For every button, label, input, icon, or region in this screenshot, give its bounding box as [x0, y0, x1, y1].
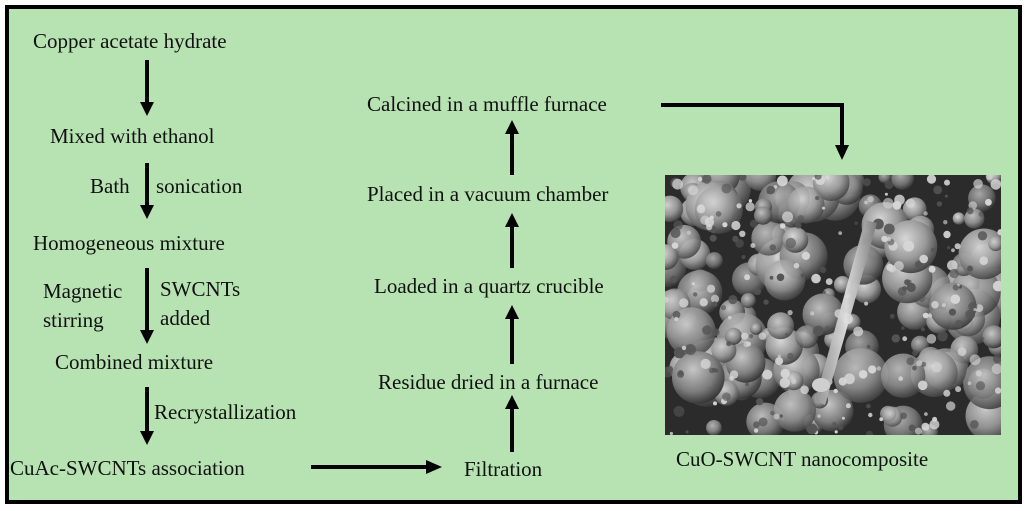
arrow-up-3: [505, 213, 519, 268]
step-calcined: Calcined in a muffle furnace: [367, 92, 607, 116]
step-residue: Residue dried in a furnace: [378, 370, 599, 394]
label-bath: Bath: [90, 174, 130, 198]
label-swcnts: SWCNTs: [160, 277, 241, 301]
step-association: CuAc-SWCNTs association: [10, 456, 245, 480]
arrow-down-1: [140, 60, 154, 116]
product-label: CuO-SWCNT nanocomposite: [676, 447, 929, 471]
step-combined: Combined mixture: [55, 350, 214, 374]
sem-micrograph-image: [665, 175, 1001, 435]
step-homogeneous: Homogeneous mixture: [33, 231, 225, 255]
label-magnetic: Magnetic: [43, 279, 123, 303]
arrow-down-3: [140, 268, 154, 344]
label-added: added: [160, 306, 211, 330]
arrow-up-4: [505, 120, 519, 175]
label-recrystallization: Recrystallization: [154, 400, 297, 424]
step-placed: Placed in a vacuum chamber: [367, 182, 609, 206]
step-loaded: Loaded in a quartz crucible: [374, 274, 604, 298]
step-copper-acetate: Copper acetate hydrate: [33, 29, 227, 53]
arrow-down-2: [140, 163, 154, 219]
arrow-down-4: [140, 387, 154, 445]
step-mixed-ethanol: Mixed with ethanol: [50, 124, 215, 148]
arrow-right-filtration: [311, 460, 442, 474]
label-stirring: stirring: [43, 308, 104, 332]
arrow-elbow-to-product: [661, 103, 849, 160]
step-filtration: Filtration: [464, 457, 543, 481]
arrow-up-2: [505, 305, 519, 364]
label-sonication: sonication: [156, 174, 243, 198]
arrow-up-1: [505, 395, 519, 452]
